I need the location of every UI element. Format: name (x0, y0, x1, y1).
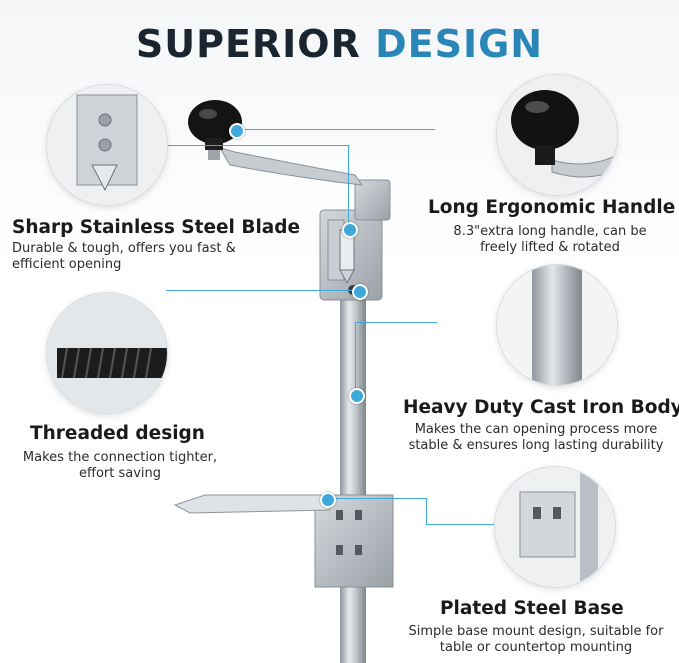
body-connector-line-v (355, 322, 356, 394)
feature-title-threaded: Threaded design (30, 423, 205, 444)
base-detail-circle (495, 467, 615, 587)
feature-desc-blade-line1: Durable & tough, offers you fast & (12, 241, 236, 256)
page-title: SUPERIOR DESIGN (0, 22, 679, 66)
feature-desc-blade: Durable & tough, offers you fast & effic… (12, 241, 272, 273)
threaded-marker-dot (352, 284, 368, 300)
base-marker-dot (320, 492, 336, 508)
base-connector-line-v (426, 498, 427, 524)
feature-desc-threaded-line1: Makes the connection tighter, (22, 450, 218, 465)
feature-desc-body-line1: Makes the can opening process more (414, 422, 658, 437)
blade-detail-circle (47, 85, 167, 205)
handle-detail-circle (497, 75, 617, 195)
threaded-detail-circle (47, 293, 167, 413)
feature-title-body: Heavy Duty Cast Iron Body (403, 397, 679, 418)
feature-desc-handle-line1: 8.3"extra long handle, can be (453, 224, 647, 239)
blade-marker-dot (342, 222, 358, 238)
title-part1: SUPERIOR (135, 22, 361, 66)
feature-title-base: Plated Steel Base (440, 598, 624, 619)
feature-desc-threaded: Makes the connection tighter, effort sav… (10, 450, 230, 482)
base-connector-line (326, 498, 426, 499)
can-opener-illustration (173, 100, 394, 663)
vertical-bar (340, 270, 366, 663)
title-part2: DESIGN (375, 22, 544, 66)
threaded-detail-image (47, 293, 167, 413)
feature-desc-base-line2: table or countertop mounting (439, 640, 633, 655)
base-connector-line-h2 (426, 524, 496, 525)
feature-desc-blade-line2: efficient opening (12, 257, 122, 272)
feature-title-handle: Long Ergonomic Handle (428, 197, 676, 218)
handle-arm (218, 147, 364, 186)
feature-desc-handle-line2: freely lifted & rotated (480, 240, 620, 255)
blade-connector-line-v (348, 145, 349, 228)
body-detail-image (497, 265, 617, 385)
feature-desc-handle: 8.3"extra long handle, can be freely lif… (440, 224, 660, 256)
feature-desc-body: Makes the can opening process more stabl… (400, 422, 672, 454)
base-plate (173, 494, 331, 514)
handle-marker-dot (229, 123, 245, 139)
feature-desc-threaded-line2: effort saving (78, 466, 162, 481)
base-detail-image (495, 467, 615, 587)
blade-connector-line (120, 145, 348, 146)
feature-desc-base-line1: Simple base mount design, suitable for (408, 624, 664, 639)
handle-connector-line (235, 129, 435, 130)
body-marker-dot (349, 388, 365, 404)
threaded-connector-line (166, 290, 358, 291)
feature-desc-body-line2: stable & ensures long lasting durability (408, 438, 664, 453)
feature-desc-base: Simple base mount design, suitable for t… (400, 624, 672, 656)
handle-detail-image (497, 75, 617, 195)
feature-title-blade: Sharp Stainless Steel Blade (12, 217, 301, 238)
blade-detail-image (47, 85, 167, 205)
body-detail-circle (497, 265, 617, 385)
body-connector-line (355, 322, 437, 323)
